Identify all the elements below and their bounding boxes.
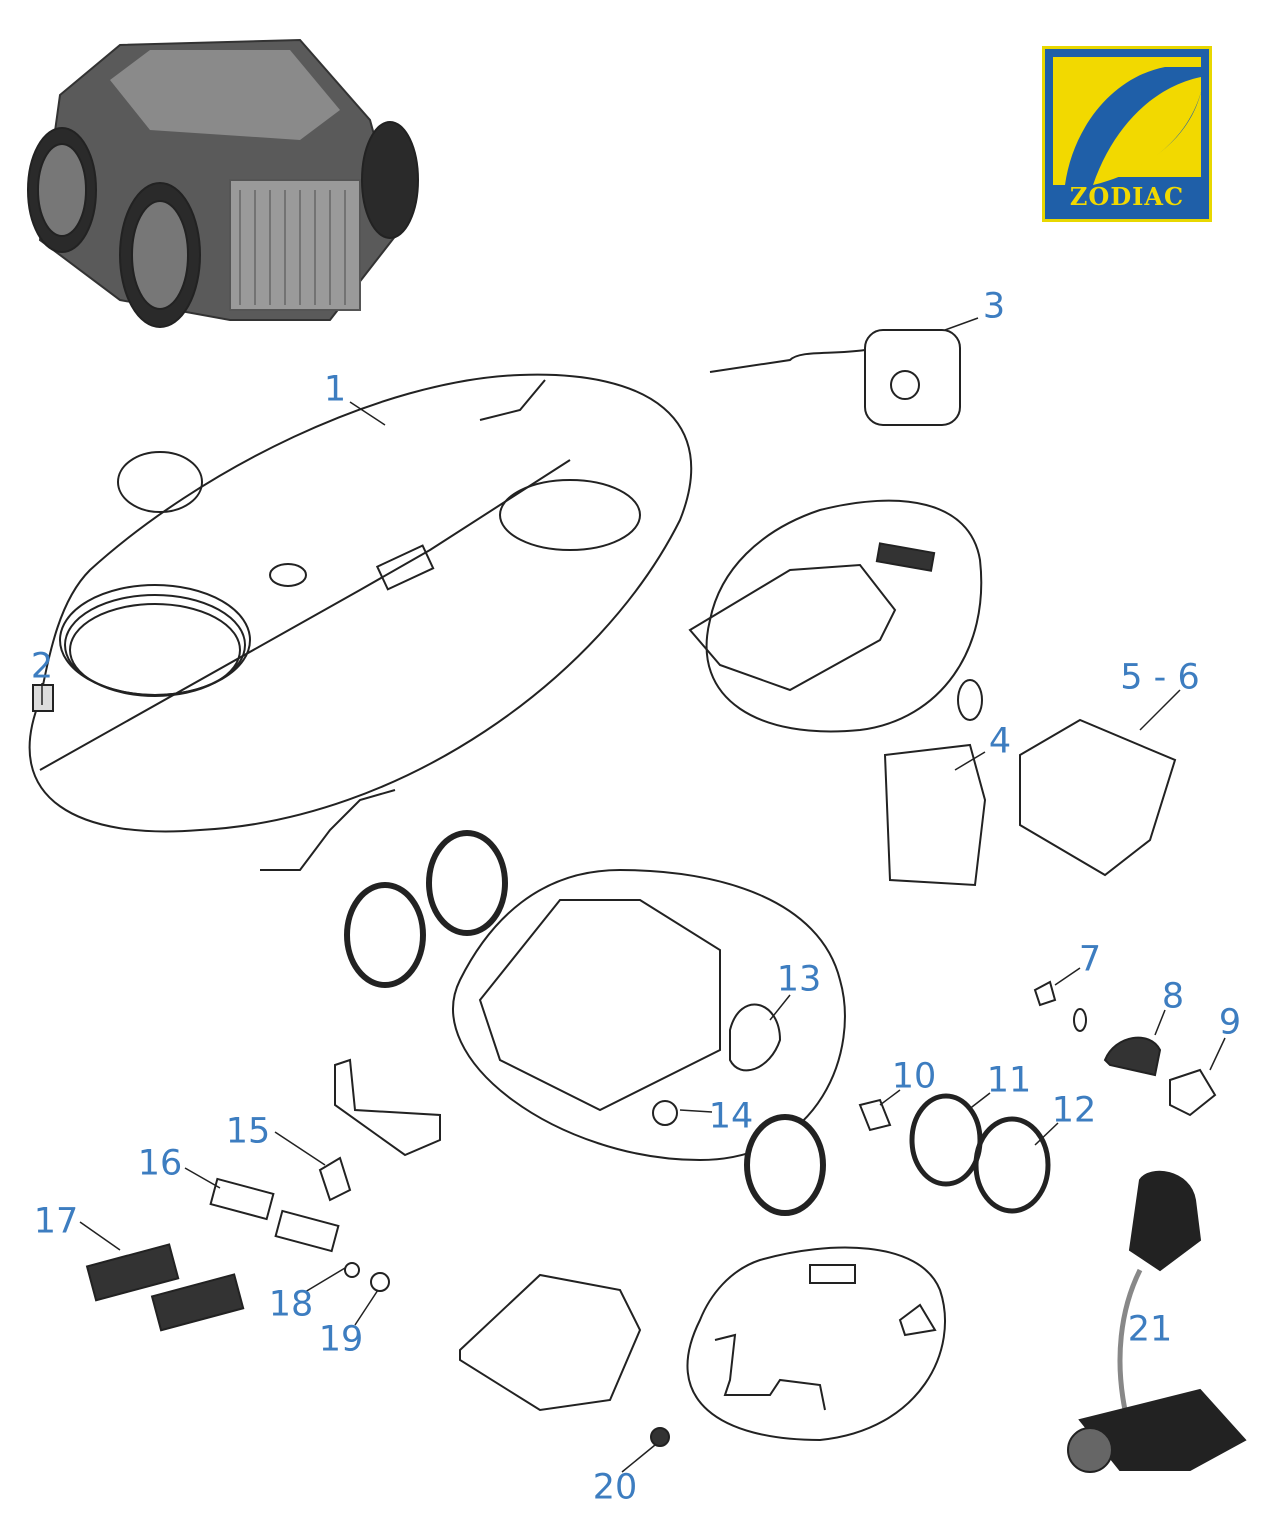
filter-part [883, 743, 987, 887]
motor-block-part [459, 1273, 642, 1412]
cover-group-outline [705, 499, 983, 733]
callout-18: 18 [268, 1284, 314, 1325]
brush-part [85, 1243, 180, 1302]
callout-5-6: 5 - 6 [1120, 657, 1200, 698]
callout-20: 20 [592, 1467, 638, 1508]
cable-harness-part [260, 789, 396, 871]
callout-10: 10 [891, 1056, 937, 1097]
callout-12: 12 [1051, 1090, 1097, 1131]
callout-8: 8 [1161, 976, 1185, 1017]
callout-3: 3 [982, 286, 1006, 327]
power-supply-part [709, 329, 961, 426]
callout-11: 11 [986, 1060, 1032, 1101]
robot-cleaner-image [27, 38, 419, 328]
wheels-part [344, 830, 1051, 1216]
zodiac-z-mark [1053, 57, 1201, 185]
callout-2: 2 [30, 646, 54, 687]
logo-text: ZODIAC [1069, 182, 1185, 211]
caddy-trolley-part [1067, 1170, 1247, 1473]
callout-1: 1 [323, 369, 347, 410]
callout-17: 17 [33, 1201, 79, 1242]
callout-13: 13 [776, 959, 822, 1000]
callout-19: 19 [318, 1319, 364, 1360]
callout-16: 16 [137, 1143, 183, 1184]
handle-part [334, 1058, 441, 1157]
callout-9: 9 [1218, 1002, 1242, 1043]
clips-group-outline [686, 1246, 946, 1442]
callout-21: 21 [1127, 1309, 1173, 1350]
drive-belt-part [1103, 1036, 1162, 1077]
cable-group-outline [28, 373, 693, 833]
chassis-group-outline [452, 868, 846, 1162]
top-cover-part [688, 563, 897, 692]
filter-basket-part [1019, 718, 1177, 877]
zodiac-logo: ZODIAC [1042, 46, 1212, 222]
impeller-part [729, 1003, 782, 1072]
callout-15: 15 [225, 1111, 271, 1152]
callout-4: 4 [988, 721, 1012, 762]
callout-7: 7 [1078, 939, 1102, 980]
floating-cable-part [32, 379, 641, 771]
callout-14: 14 [708, 1096, 754, 1137]
chassis-part [478, 899, 721, 1112]
